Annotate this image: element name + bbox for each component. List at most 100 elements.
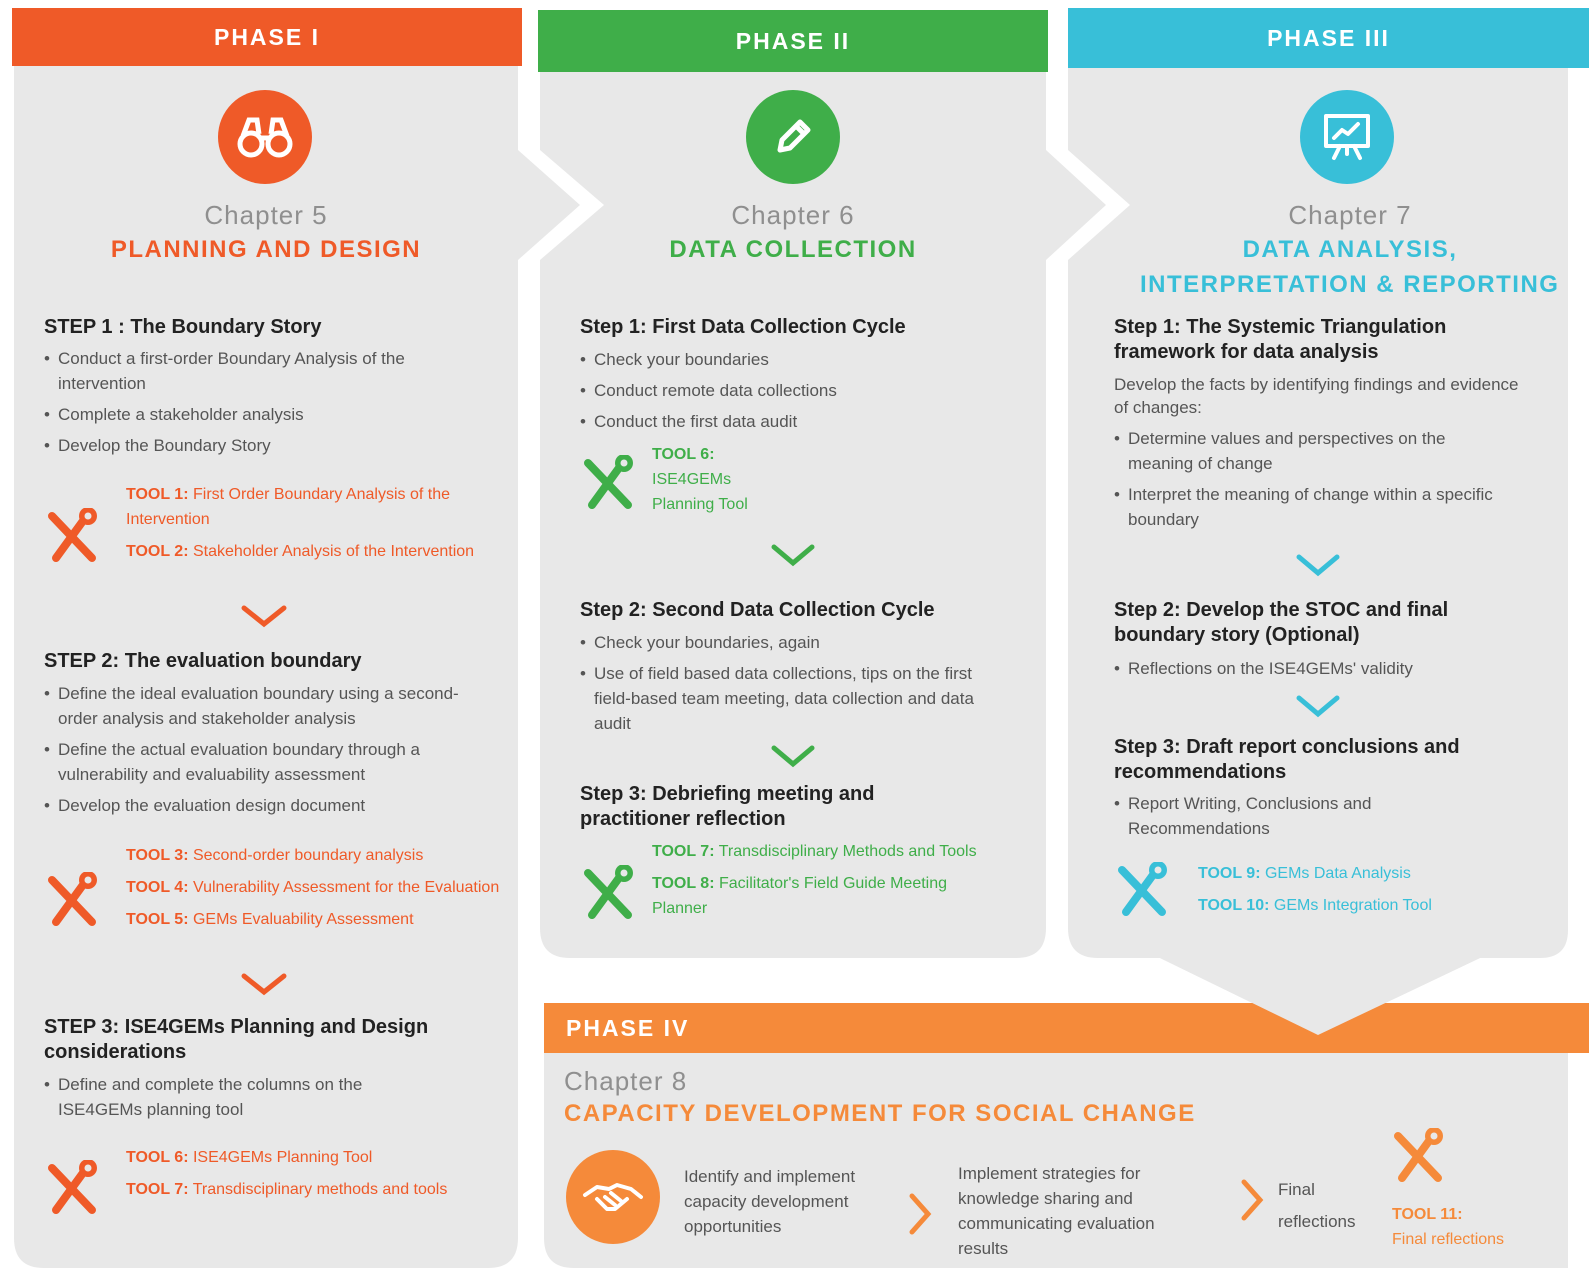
tool-text: Vulnerability Assessment for the Evaluat… xyxy=(192,879,500,896)
tools-icon xyxy=(584,455,633,509)
chevron-down-icon xyxy=(771,544,815,567)
tool-text: GEMs Data Analysis xyxy=(1264,865,1411,882)
phase3-banner: PHASE III xyxy=(1068,8,1589,68)
chevron-down-icon xyxy=(241,605,287,628)
tool-key: TOOL 10: xyxy=(1198,897,1270,914)
tool-text: Transdisciplinary methods and tools xyxy=(192,1181,448,1198)
tool-key: TOOL 8: xyxy=(652,875,715,892)
phase3-tools3: TOOL 9: GEMs Data Analysis TOOL 10: GEMs… xyxy=(1198,861,1538,925)
tool-text: GEMs Evaluability Assessment xyxy=(192,911,414,928)
tools-icon xyxy=(48,872,97,926)
tool-item: TOOL 3: Second-order boundary analysis xyxy=(126,843,506,868)
phase4-title: CAPACITY DEVELOPMENT FOR SOCIAL CHANGE xyxy=(564,1100,1196,1127)
phase3-step1-intro: Develop the facts by identifying finding… xyxy=(1114,375,1519,417)
phase3-step3-bullets: Report Writing, Conclusions and Recommen… xyxy=(1114,791,1454,847)
tool-key: TOOL 2: xyxy=(126,543,189,560)
phase3-step1-title: Step 1: The Systemic Triangulation frame… xyxy=(1114,316,1447,363)
bullet-item: Define the ideal evaluation boundary usi… xyxy=(44,681,494,731)
phase2-title: DATA COLLECTION xyxy=(669,236,917,263)
tools-icon xyxy=(1118,862,1167,916)
tool-key: TOOL 6: xyxy=(652,446,715,463)
bullet-item: Interpret the meaning of change within a… xyxy=(1114,482,1514,532)
bullet-item: Check your boundaries xyxy=(580,347,1010,372)
binoculars-icon xyxy=(237,117,293,158)
phase1-title: PLANNING AND DESIGN xyxy=(110,236,422,263)
phase3-step2-bullets: Reflections on the ISE4GEMs' validity xyxy=(1114,656,1514,687)
phase1-step3-title: STEP 3: ISE4GEMs Planning and Design con… xyxy=(44,1016,429,1063)
bullet-item: Conduct remote data collections xyxy=(580,378,1010,403)
phase3-icon-circle xyxy=(1300,90,1394,184)
tool-text: ISE4GEMs Planning Tool xyxy=(652,471,748,513)
phase1-step1-title: STEP 1 : The Boundary Story xyxy=(44,316,322,338)
phase3-title-line2: INTERPRETATION & REPORTING xyxy=(1140,271,1560,298)
bullet-item: Complete a stakeholder analysis xyxy=(44,402,484,427)
phase2-step2-bullets: Check your boundaries, again Use of fiel… xyxy=(580,630,1010,742)
phase1-step2-bullets: Define the ideal evaluation boundary usi… xyxy=(44,681,494,824)
tool-item: TOOL 7: Transdisciplinary Methods and To… xyxy=(652,839,992,864)
phase3-chapter: Chapter 7 xyxy=(1288,200,1412,230)
tool-item: TOOL 4: Vulnerability Assessment for the… xyxy=(126,875,506,900)
tools-icon xyxy=(1394,1128,1443,1182)
bullet-item: Define the actual evaluation boundary th… xyxy=(44,737,494,787)
bullet-item: Check your boundaries, again xyxy=(580,630,1010,655)
chevron-down-icon xyxy=(771,745,815,768)
phase3-step1-bullets: Determine values and perspectives on the… xyxy=(1114,426,1514,538)
bullet-item: Conduct a first-order Boundary Analysis … xyxy=(44,346,484,396)
phase2-tools1: TOOL 6: ISE4GEMs Planning Tool xyxy=(652,442,792,524)
tool-key: TOOL 1: xyxy=(126,486,189,503)
phase3-title-line1: DATA ANALYSIS, xyxy=(1242,236,1458,263)
tool-text: First Order Boundary Analysis of the Int… xyxy=(126,486,450,528)
tools-icon xyxy=(48,508,97,562)
phase2-banner: PHASE II xyxy=(538,10,1048,72)
tool-text: GEMs Integration Tool xyxy=(1273,897,1432,914)
bullet-item: Report Writing, Conclusions and Recommen… xyxy=(1114,791,1454,841)
phase2-step3-title: Step 3: Debriefing meeting and practitio… xyxy=(580,783,875,830)
phase1-tools3: TOOL 6: ISE4GEMs Planning Tool TOOL 7: T… xyxy=(126,1145,456,1209)
phase3-to-phase4-arrow xyxy=(1160,958,1480,1035)
tool-item: TOOL 6: ISE4GEMs Planning Tool xyxy=(126,1145,456,1170)
phase4-item3: Final reflections xyxy=(1278,1180,1356,1231)
phase1-step2-title: STEP 2: The evaluation boundary xyxy=(44,650,362,672)
phase4-icon-circle xyxy=(566,1150,660,1244)
bullet-item: Define and complete the columns on the I… xyxy=(44,1072,444,1122)
chevron-down-icon xyxy=(1296,695,1340,718)
bullet-item: Reflections on the ISE4GEMs' validity xyxy=(1114,656,1514,681)
tool-key: TOOL 7: xyxy=(126,1181,189,1198)
tool-item: TOOL 7: Transdisciplinary methods and to… xyxy=(126,1177,456,1202)
phase4-banner: PHASE IV xyxy=(544,1003,1589,1053)
phase4-item1: Identify and implement capacity developm… xyxy=(684,1167,856,1236)
phase2-step2-title: Step 2: Second Data Collection Cycle xyxy=(580,599,935,621)
tool-item: TOOL 2: Stakeholder Analysis of the Inte… xyxy=(126,539,496,564)
tool-item: TOOL 6: ISE4GEMs Planning Tool xyxy=(652,442,792,517)
phase2-step1-bullets: Check your boundaries Conduct remote dat… xyxy=(580,347,1010,440)
phase1-icon-circle xyxy=(218,90,312,184)
tool-item: TOOL 9: GEMs Data Analysis xyxy=(1198,861,1538,886)
phase4-chapter: Chapter 8 xyxy=(564,1066,688,1096)
phase1-step3-bullets: Define and complete the columns on the I… xyxy=(44,1072,444,1128)
phase2-tools3: TOOL 7: Transdisciplinary Methods and To… xyxy=(652,839,992,928)
phase4-tool: TOOL 11: Final reflections xyxy=(1392,1202,1562,1252)
tool-text: ISE4GEMs Planning Tool xyxy=(192,1149,373,1166)
tool-item: TOOL 10: GEMs Integration Tool xyxy=(1198,893,1538,918)
tool-item: TOOL 1: First Order Boundary Analysis of… xyxy=(126,482,496,532)
bullet-item: Conduct the first data audit xyxy=(580,409,1010,434)
bullet-item: Develop the Boundary Story xyxy=(44,433,484,458)
pencil-icon xyxy=(777,119,811,153)
phase1-chapter: Chapter 5 xyxy=(204,200,328,230)
tool-item: TOOL 8: Facilitator's Field Guide Meetin… xyxy=(652,871,992,921)
tool-key: TOOL 5: xyxy=(126,911,189,928)
tools-icon xyxy=(48,1160,97,1214)
phase2-chapter: Chapter 6 xyxy=(731,200,855,230)
bullet-item: Develop the evaluation design document xyxy=(44,793,494,818)
tool-key: TOOL 3: xyxy=(126,847,189,864)
phase3-step3-title: Step 3: Draft report conclusions and rec… xyxy=(1114,736,1460,783)
tool-key: TOOL 4: xyxy=(126,879,189,896)
tool-key: TOOL 7: xyxy=(652,843,715,860)
chevron-down-icon xyxy=(241,973,287,996)
handshake-icon xyxy=(583,1183,643,1211)
tools-icon xyxy=(584,865,633,919)
phase1-tools1: TOOL 1: First Order Boundary Analysis of… xyxy=(126,482,496,571)
chevron-down-icon xyxy=(1296,554,1340,577)
phase2-icon-circle xyxy=(746,90,840,184)
chevron-right-icon xyxy=(1241,1179,1264,1221)
